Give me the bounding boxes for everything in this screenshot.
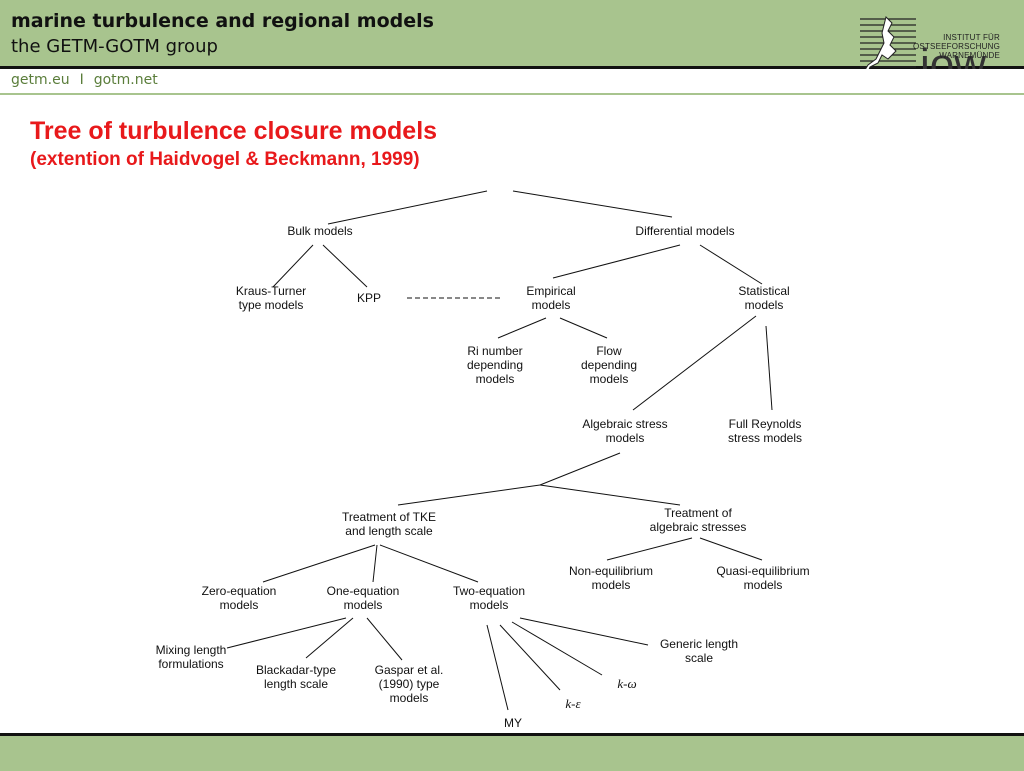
node-statistical-models: Statistical models — [738, 284, 790, 312]
slide-title: Tree of turbulence closure models — [30, 117, 438, 145]
logo-line-3: WARNEMÜNDE — [939, 51, 1000, 60]
edge-empirical-ri — [497, 317, 547, 339]
header-title: marine turbulence and regional models — [11, 10, 434, 32]
edge-one-mixing — [226, 617, 347, 649]
link-separator: I — [79, 72, 84, 88]
edge-statistical-algebraic — [632, 315, 757, 411]
edge-one-gaspar — [366, 617, 403, 661]
edge-one-blackadar — [305, 617, 354, 659]
edge-tke-one — [372, 544, 378, 583]
logo-line-1: INSTITUT FÜR — [943, 33, 1000, 42]
edge-tke-zero — [262, 544, 376, 583]
edge-tke-two — [379, 544, 479, 583]
node-one-equation: One-equation models — [326, 584, 400, 612]
node-zero-equation: Zero-equation models — [201, 584, 277, 612]
node-algebraic-stress: Algebraic stress models — [582, 417, 668, 445]
node-treatment-algebraic-stresses: Treatment of algebraic stresses — [649, 506, 747, 534]
node-empirical-models: Empirical models — [526, 284, 576, 312]
edge-branch-tke — [397, 484, 541, 506]
link-gotm[interactable]: gotm.net — [93, 72, 158, 88]
edge-root-bulk — [327, 190, 488, 225]
node-kpp: KPP — [356, 291, 382, 305]
edge-algebraic-branch — [539, 452, 621, 486]
node-blackadar: Blackadar-type length scale — [255, 663, 337, 691]
edge-branch-algebraic-stresses — [539, 484, 681, 506]
edge-two-k-omega — [511, 621, 603, 676]
edge-stresses-non-eq — [606, 537, 693, 561]
node-quasi-equilibrium: Quasi-equilibrium models — [716, 564, 810, 592]
logo-line-2: OSTSEEFORSCHUNG — [912, 42, 1000, 51]
edge-differential-empirical — [552, 244, 681, 279]
logo-institute-text: INSTITUT FÜR OSTSEEFORSCHUNG WARNEMÜNDE — [913, 33, 1000, 60]
edge-two-k-epsilon — [499, 624, 561, 691]
edge-root-differential — [512, 190, 673, 218]
node-kraus-turner: Kraus-Turner type models — [235, 284, 307, 312]
slide-subtitle: (extention of Haidvogel & Beckmann, 1999… — [30, 149, 420, 170]
header-subtitle: the GETM-GOTM group — [11, 36, 218, 57]
edge-two-generic — [519, 617, 649, 646]
node-differential-models: Differential models — [635, 224, 735, 238]
node-treatment-tke: Treatment of TKE and length scale — [341, 510, 437, 538]
edge-bulk-kraus — [272, 244, 314, 288]
footer-band — [0, 733, 1024, 771]
edge-stresses-quasi-eq — [699, 537, 763, 561]
link-getm[interactable]: getm.eu — [11, 72, 70, 88]
node-gaspar: Gaspar et al. (1990) type models — [374, 663, 444, 705]
edge-empirical-flow — [559, 317, 608, 339]
node-two-equation: Two-equation models — [452, 584, 526, 612]
node-bulk-models: Bulk models — [287, 224, 353, 238]
edge-statistical-full-reynolds — [765, 325, 773, 411]
node-ri-number: Ri number depending models — [466, 344, 524, 386]
header-band: marine turbulence and regional models th… — [0, 0, 1024, 69]
node-full-reynolds: Full Reynolds stress models — [727, 417, 803, 445]
node-mixing-length: Mixing length formulations — [155, 643, 227, 671]
node-non-equilibrium: Non-equilibrium models — [568, 564, 654, 592]
node-generic-length-scale: Generic length scale — [659, 637, 739, 665]
node-flow-depending: Flow depending models — [580, 344, 638, 386]
edge-two-my — [486, 624, 509, 711]
node-my: MY — [504, 716, 522, 730]
node-k-epsilon: k-ε — [565, 696, 581, 711]
node-k-omega: k-ω — [617, 676, 637, 691]
edge-differential-statistical — [699, 244, 763, 285]
edge-bulk-kpp — [322, 244, 368, 288]
